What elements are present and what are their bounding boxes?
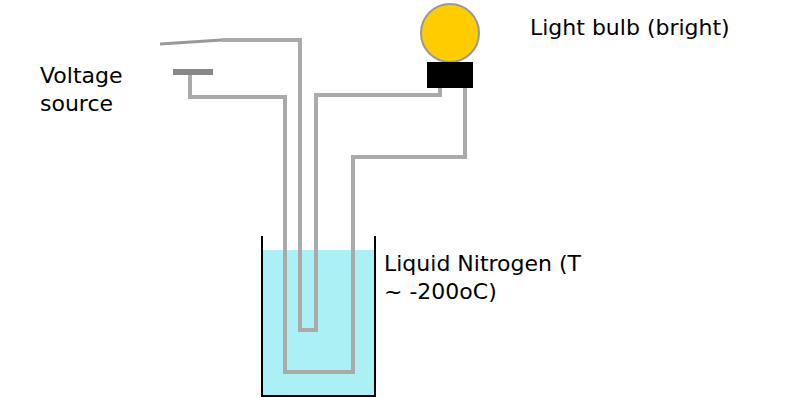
wires [190, 40, 465, 372]
liquid-nitrogen [263, 250, 374, 396]
battery-plate-long [160, 40, 222, 44]
source-label: Voltage source [40, 62, 160, 118]
battery-plate-short [173, 69, 213, 75]
nitrogen-label: Liquid Nitrogen (T ~ -200oC) [384, 250, 589, 306]
bulb-glass [421, 4, 479, 62]
outer-wire [190, 72, 465, 372]
bulb-label: Light bulb (bright) [530, 14, 730, 42]
bulb-base [427, 62, 473, 88]
